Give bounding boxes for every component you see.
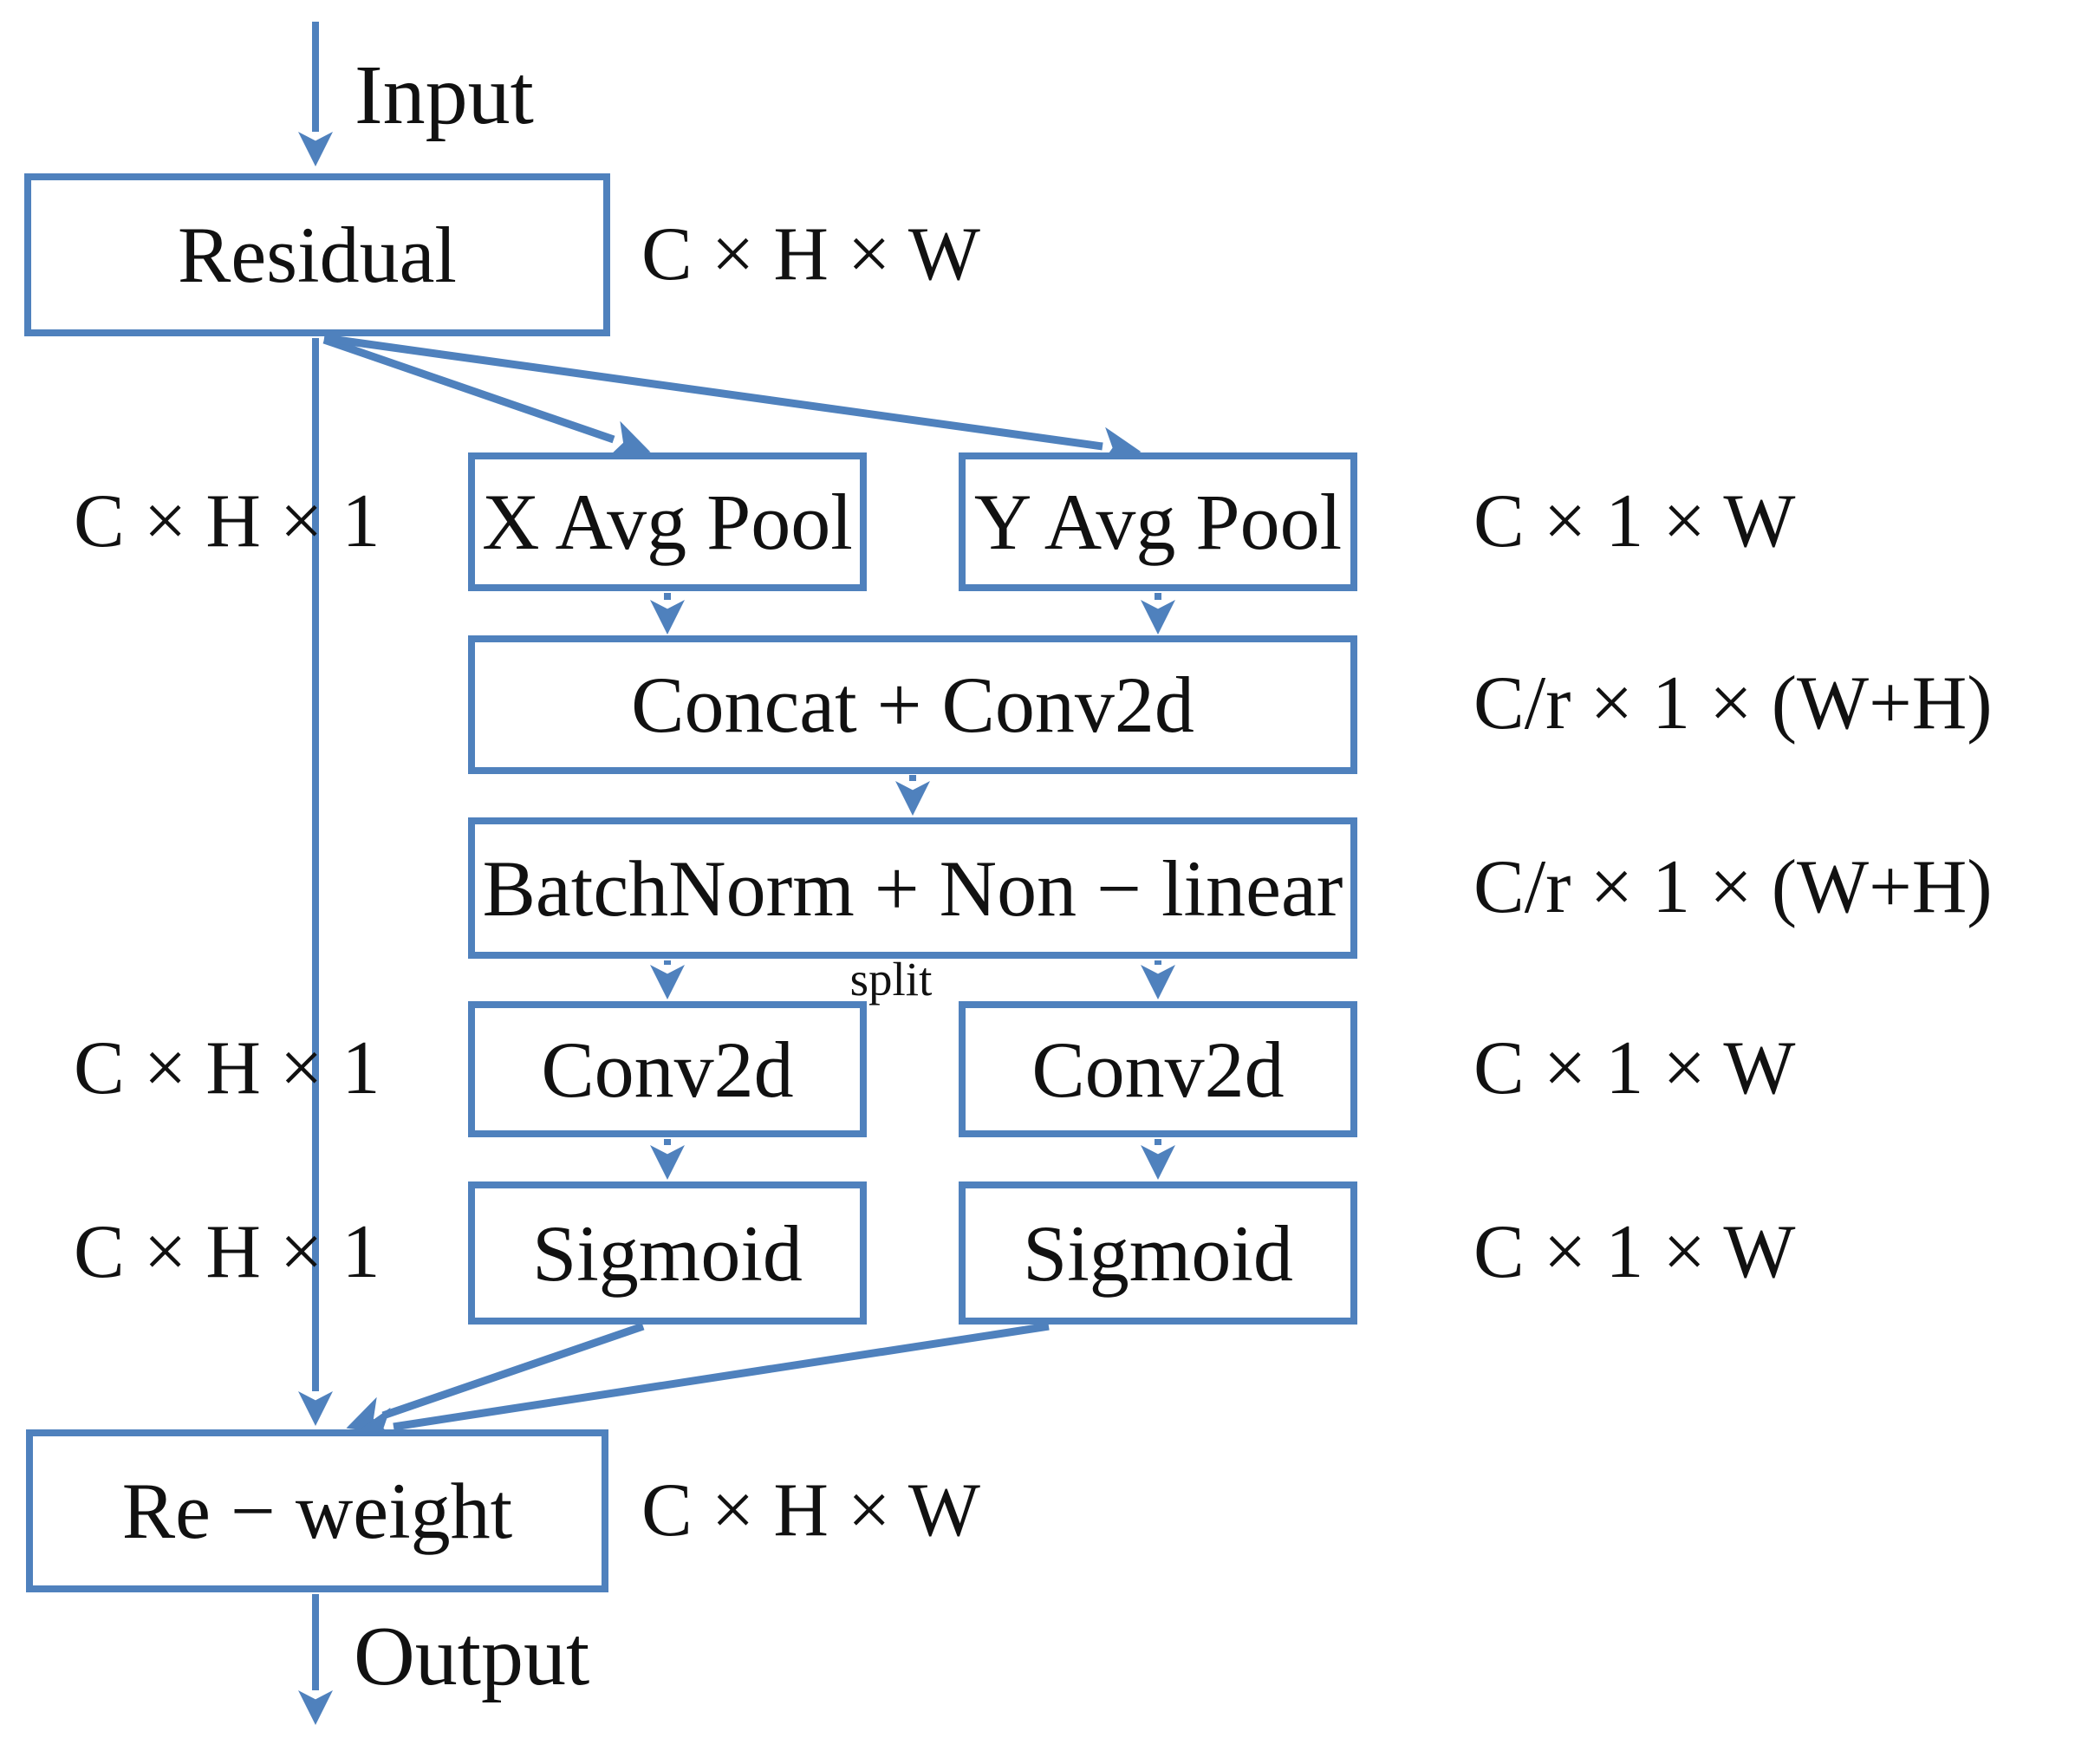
x-avg-pool-box-label: X Avg Pool (482, 478, 853, 566)
y-avg-pool-box: Y Avg Pool (959, 452, 1357, 591)
sigmoid-left-to-reweight-arrow (346, 1322, 645, 1435)
reweight-dim-label: C × H × W (641, 1468, 980, 1552)
conv2d-left-box-label: Conv2d (541, 1025, 794, 1114)
conv-right-dim-label: C × 1 × W (1473, 1026, 1796, 1110)
concat-conv2d-box-label: Concat + Conv2d (631, 661, 1194, 749)
sigmoid-left-box: Sigmoid (468, 1181, 867, 1325)
pool-left-dim-label: C × H × 1 (74, 479, 381, 563)
reweight-box-label: Re − weight (121, 1467, 513, 1555)
sigmoid-left-dim-label: C × H × 1 (74, 1210, 381, 1294)
sigmoid-right-to-reweight-arrow (355, 1322, 1050, 1447)
batchnorm-nonlinear-box: BatchNorm + Non − linear (468, 817, 1357, 959)
sigmoid-left-box-label: Sigmoid (532, 1208, 803, 1298)
batchnorm-nonlinear-box-label: BatchNorm + Non − linear (482, 843, 1343, 933)
conv-left-dim-label: C × H × 1 (74, 1026, 381, 1110)
sigmoid-right-box-label: Sigmoid (1023, 1208, 1293, 1298)
split-label: split (849, 953, 933, 1006)
residual-to-y-avg-pool-arrow (323, 334, 1142, 466)
output-label: Output (354, 1610, 590, 1703)
conv2d-right-box: Conv2d (959, 1001, 1357, 1137)
reweight-box: Re − weight (26, 1429, 608, 1592)
y-avg-pool-box-label: Y Avg Pool (973, 478, 1343, 566)
residual-box: Residual (24, 173, 610, 336)
residual-box-label: Residual (178, 211, 457, 299)
x-avg-pool-box: X Avg Pool (468, 452, 867, 591)
pool-right-dim-label: C × 1 × W (1473, 479, 1796, 563)
sigmoid-right-box: Sigmoid (959, 1181, 1357, 1325)
conv2d-left-box: Conv2d (468, 1001, 867, 1137)
concat-conv2d-box: Concat + Conv2d (468, 635, 1357, 774)
conv2d-right-box-label: Conv2d (1031, 1025, 1285, 1114)
sigmoid-right-dim-label: C × 1 × W (1473, 1210, 1796, 1294)
batchnorm-dim-label: C/r × 1 × (W+H) (1473, 845, 1993, 929)
residual-dim-label: C × H × W (641, 212, 980, 296)
input-label: Input (355, 49, 534, 142)
residual-to-x-avg-pool-arrow (322, 335, 651, 459)
concat-dim-label: C/r × 1 × (W+H) (1473, 661, 1993, 745)
